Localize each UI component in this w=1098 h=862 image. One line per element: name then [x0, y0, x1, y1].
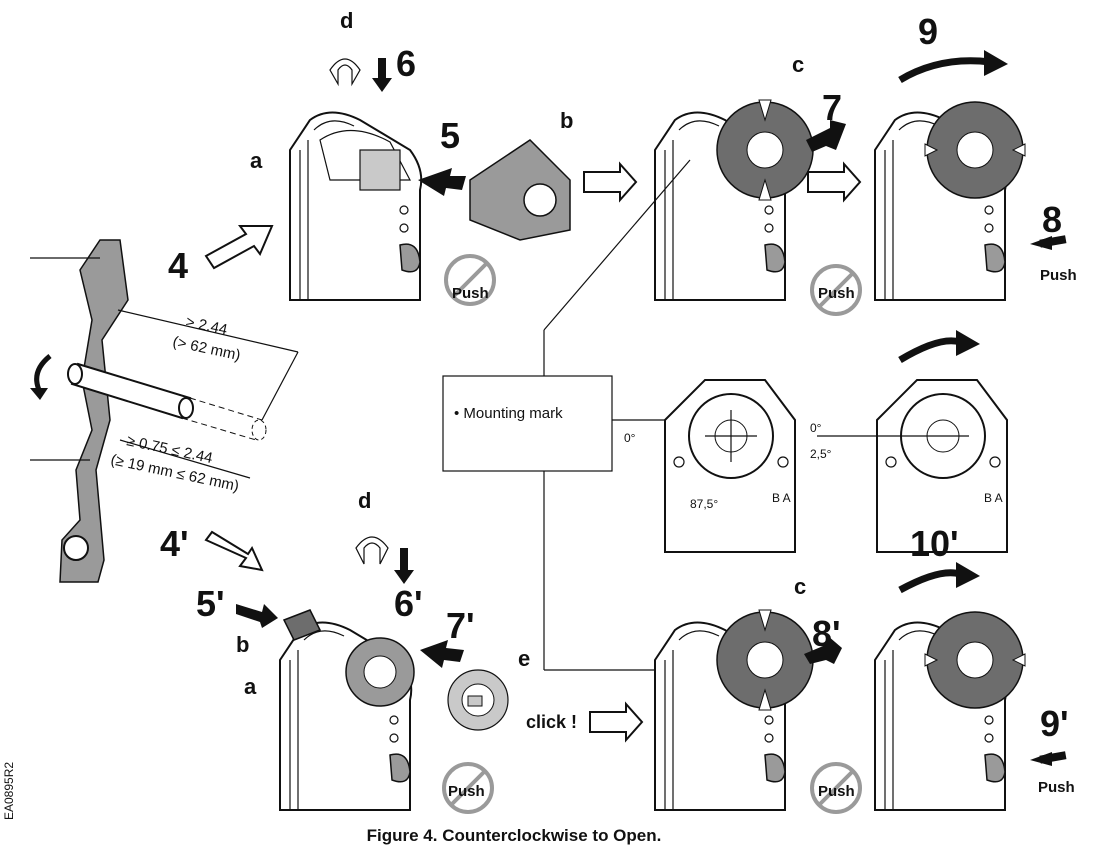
angle-2-5: 2,5° — [810, 447, 832, 461]
part-a-bottom: a — [244, 674, 257, 699]
no-push-label-4: Push — [818, 783, 855, 800]
clip-d-top — [329, 58, 361, 87]
actuator-bottom-1 — [279, 609, 415, 811]
part-a-top: a — [250, 148, 263, 173]
no-push-label-1: Push — [452, 285, 489, 302]
document-id: EA0895R2 — [2, 761, 16, 820]
actuator-top-1 — [289, 111, 423, 301]
mounting-mark-text: • Mounting mark — [454, 405, 563, 422]
step-6-label: 6 — [396, 43, 416, 84]
step-9p-label: 9' — [1040, 703, 1069, 744]
step-10p-label: 10' — [910, 523, 959, 564]
part-d-bottom: d — [358, 488, 371, 513]
insert-e — [447, 669, 509, 731]
actuator-bottom-3 — [874, 611, 1026, 811]
step4p-arrow — [204, 530, 264, 572]
part-d-top: d — [340, 8, 353, 33]
actuator-bottom-2 — [654, 609, 814, 811]
part-c-top: c — [792, 52, 804, 77]
mounting-mark-callout — [442, 375, 613, 472]
damper-shaft-detail: > 2.44 (> 62 mm) ≥ 0.75 ≤ 2.44 (≥ 19 mm … — [30, 239, 299, 583]
angle-0-right: 0° — [810, 421, 822, 435]
actuator-top-2 — [654, 99, 814, 301]
step-8-label: 8 — [1042, 199, 1062, 240]
part-b-bottom: b — [236, 632, 249, 657]
shaft-length-in: > 2.44 — [184, 313, 229, 338]
scale-ba-right: B A — [984, 491, 1003, 505]
figure-caption: Figure 4. Counterclockwise to Open. — [366, 826, 662, 845]
part-e: e — [518, 646, 530, 671]
step4-arrow — [204, 225, 274, 270]
no-push-label-2: Push — [818, 285, 855, 302]
step-4p-label: 4' — [160, 523, 189, 564]
no-push-label-3: Push — [448, 783, 485, 800]
push-label-bottom: Push — [1038, 779, 1075, 796]
top-arrow-2 — [807, 161, 862, 203]
part-b-top: b — [560, 108, 573, 133]
actuator-top-3 — [874, 101, 1026, 301]
click-label: click ! — [526, 712, 577, 732]
angle-0-left: 0° — [624, 431, 636, 445]
step-7-label: 7 — [822, 87, 842, 128]
bottom-arrow — [589, 701, 644, 743]
part-c-bottom: c — [794, 574, 806, 599]
clip-d-bottom — [355, 536, 389, 565]
mounting-detail-1 — [664, 379, 796, 553]
shaft-length-mm: (> 62 mm) — [171, 333, 242, 364]
angle-87-5: 87,5° — [690, 497, 718, 511]
mounting-detail-2 — [817, 379, 1008, 553]
step-4-label: 4 — [168, 245, 188, 286]
push-label-top: Push — [1040, 267, 1077, 284]
scale-ba-left: B A — [772, 491, 791, 505]
shaft-clamp-b — [469, 139, 571, 241]
step-9-label: 9 — [918, 11, 938, 52]
step-6p-label: 6' — [394, 583, 423, 624]
step-7p-label: 7' — [446, 605, 475, 646]
step-5p-label: 5' — [196, 583, 225, 624]
top-arrow-1 — [583, 161, 638, 203]
step-5-label: 5 — [440, 115, 460, 156]
